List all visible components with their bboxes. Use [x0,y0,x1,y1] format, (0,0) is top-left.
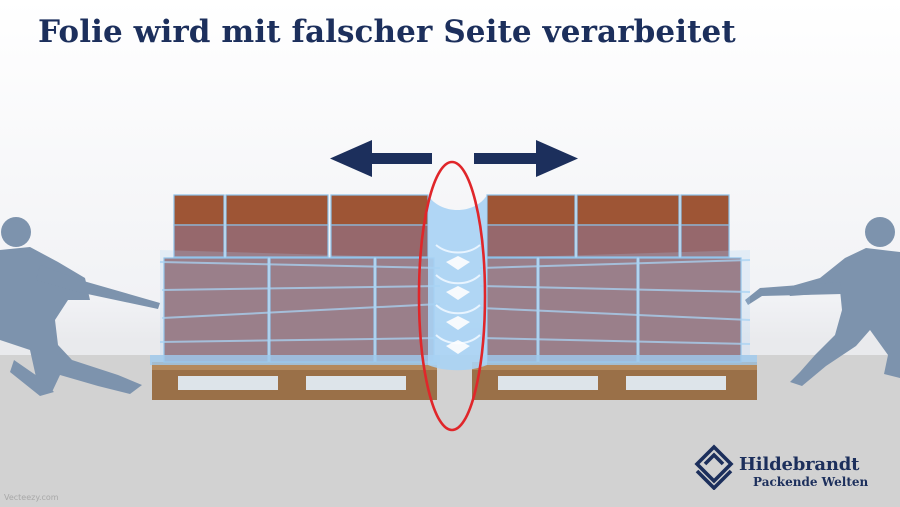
arrow-left-icon [330,140,432,177]
pallet-left [152,362,437,400]
hildebrandt-logo-icon [694,444,734,490]
highlight-ellipse [417,160,487,432]
stretch-film [150,195,757,371]
logo-name: Hildebrandt [739,454,860,475]
page-title: Folie wird mit falscher Seite verarbeite… [38,14,736,50]
hildebrandt-logo: Hildebrandt Packende Welten [692,444,888,494]
pallet-right [472,362,757,400]
person-pulling-left-icon [0,217,160,396]
box-stack-left [163,194,435,363]
logo-tagline: Packende Welten [753,475,869,489]
person-pulling-right-icon [745,217,900,386]
watermark: Vecteezy.com [4,493,59,502]
arrow-right-icon [474,140,578,177]
box-stack-right [486,194,742,363]
